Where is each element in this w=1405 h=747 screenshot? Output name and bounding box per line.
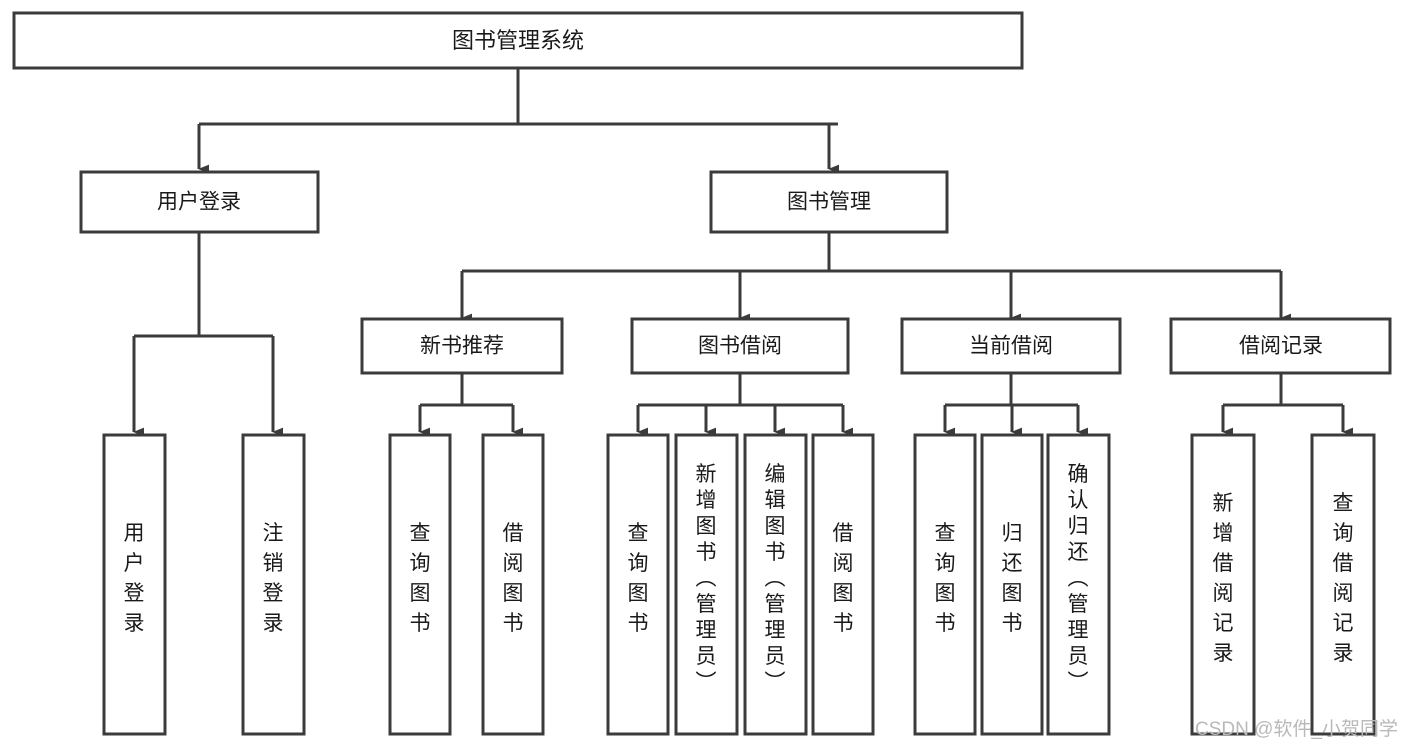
leaf-nb-query-book-box[interactable]: [388, 433, 452, 736]
leaf-bb-edit-book-box[interactable]: [743, 433, 808, 736]
node-user-login-label: 用户登录: [157, 191, 241, 214]
node-book-borrow[interactable]: 图书借阅: [630, 317, 850, 375]
leaf-br-add-record-box[interactable]: [1190, 433, 1256, 736]
node-book-borrow-label: 图书借阅: [698, 335, 782, 358]
leaf-node[interactable]: 确认归还︵管理员︶: [1046, 433, 1111, 736]
leaf-node[interactable]: 归还图书: [980, 433, 1044, 736]
leaf-node[interactable]: 编辑图书︵管理员︶: [743, 433, 808, 736]
node-user-login-box[interactable]: [79, 170, 320, 234]
node-borrow-record-label: 借阅记录: [1239, 335, 1323, 358]
node-new-book-recommend-label: 新书推荐: [420, 335, 504, 358]
node-book-manage[interactable]: 图书管理: [709, 170, 949, 234]
leaf-node[interactable]: 新增借阅记录: [1190, 433, 1256, 736]
node-book-manage-box[interactable]: [709, 170, 949, 234]
node-new-book-recommend-box[interactable]: [360, 317, 564, 375]
node-user-login[interactable]: 用户登录: [79, 170, 320, 234]
leaf-node[interactable]: 查询图书: [388, 433, 452, 736]
leaf-logout-box[interactable]: [241, 433, 306, 736]
node-borrow-record[interactable]: 借阅记录: [1169, 317, 1392, 375]
leaf-user-login-box[interactable]: [102, 433, 167, 736]
leaf-cb-return-book-label: 归还图书: [1002, 522, 1023, 635]
leaf-bb-add-book-box[interactable]: [674, 433, 739, 736]
leaf-br-query-record-label: 查询借阅记录: [1333, 492, 1354, 665]
node-book-manage-label: 图书管理: [787, 191, 871, 214]
node-new-book-recommend[interactable]: 新书推荐: [360, 317, 564, 375]
leaf-bb-query-book-box[interactable]: [606, 433, 670, 736]
leaf-node[interactable]: 新增图书︵管理员︶: [674, 433, 739, 736]
leaf-node[interactable]: 借阅图书: [811, 433, 875, 736]
node-current-borrow-label: 当前借阅: [969, 335, 1053, 358]
node-borrow-record-box[interactable]: [1169, 317, 1392, 375]
leaf-nb-borrow-book-label: 借阅图书: [503, 522, 524, 635]
leaf-br-query-record-box[interactable]: [1310, 433, 1376, 736]
leaf-node[interactable]: 注销登录: [241, 433, 306, 736]
leaf-cb-confirm-return-label: 确认归还︵管理员︶: [1068, 463, 1089, 694]
leaf-bb-query-book-label: 查询图书: [628, 522, 649, 635]
leaf-bb-edit-book-label: 编辑图书︵管理员︶: [765, 463, 786, 694]
leaf-node[interactable]: 查询图书: [913, 433, 977, 736]
leaf-node[interactable]: 查询图书: [606, 433, 670, 736]
leaf-node[interactable]: 用户登录: [102, 433, 167, 736]
connector-layer: [132, 68, 1354, 437]
node-root[interactable]: 图书管理系统: [12, 11, 1024, 70]
leaf-cb-return-book-box[interactable]: [980, 433, 1044, 736]
csdn-watermark: CSDN @软件_小贺同学: [1195, 718, 1398, 740]
node-book-borrow-box[interactable]: [630, 317, 850, 375]
leaf-user-login-label: 用户登录: [124, 522, 145, 635]
leaf-node[interactable]: 查询借阅记录: [1310, 433, 1376, 736]
node-root-box[interactable]: [12, 11, 1024, 70]
leaf-bb-borrow-book-label: 借阅图书: [833, 522, 854, 635]
node-root-label: 图书管理系统: [452, 28, 584, 53]
leaf-cb-query-book-box[interactable]: [913, 433, 977, 736]
leaf-cb-confirm-return-box[interactable]: [1046, 433, 1111, 736]
leaf-bb-borrow-book-box[interactable]: [811, 433, 875, 736]
node-current-borrow-box[interactable]: [900, 317, 1122, 375]
leaf-cb-query-book-label: 查询图书: [935, 522, 956, 635]
leaf-logout-label: 注销登录: [263, 522, 284, 635]
leaf-nb-borrow-book-box[interactable]: [481, 433, 545, 736]
node-current-borrow[interactable]: 当前借阅: [900, 317, 1122, 375]
leaf-bb-add-book-label: 新增图书︵管理员︶: [696, 463, 717, 694]
leaf-br-add-record-label: 新增借阅记录: [1213, 492, 1234, 665]
leaf-node[interactable]: 借阅图书: [481, 433, 545, 736]
leaf-nb-query-book-label: 查询图书: [410, 522, 431, 635]
